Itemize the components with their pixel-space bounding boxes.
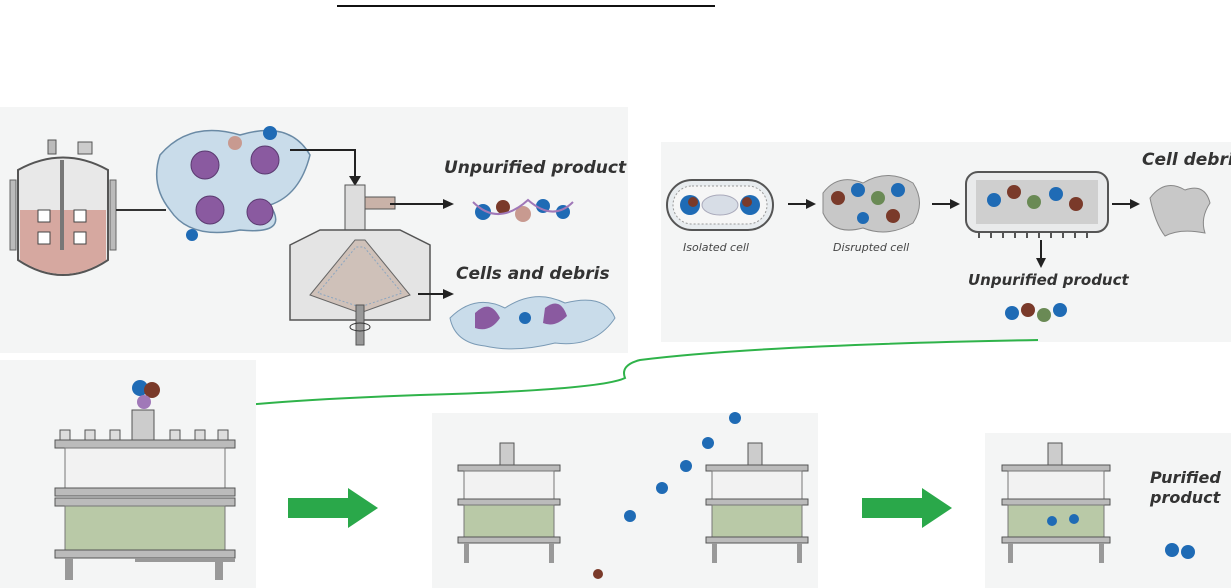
loading-protein-cluster: [132, 380, 160, 409]
chromatography-column-elute: [705, 442, 809, 563]
mammalian-cells: [155, 126, 311, 241]
filter-chamber: [965, 171, 1109, 238]
bioreactor-tank: [9, 139, 117, 276]
disrupted-cell-label: Disrupted cell: [833, 241, 910, 254]
disrupted-cell: [822, 175, 920, 233]
lysis-arrow-2: [932, 199, 960, 209]
lysis-arrow-3: [1112, 199, 1140, 209]
purified-product-label-line2: product: [1150, 488, 1221, 507]
unpurified-product-label-left: Unpurified product: [444, 158, 627, 178]
chromatography-column-large: [54, 409, 236, 580]
lysis-panel: [661, 142, 1231, 342]
eluting-proteins: [593, 412, 741, 579]
protein-cluster-left: [472, 198, 574, 222]
chromatography-column-wash: [457, 442, 561, 563]
cell-debris-label: Cell debris: [1142, 150, 1231, 170]
cells-and-debris-shapes: [449, 296, 616, 350]
process-arrow-2: [862, 488, 952, 528]
purified-protein: [1165, 543, 1195, 559]
lysis-down-arrow: [1036, 240, 1046, 268]
centrifuge: [289, 184, 431, 346]
reactor-to-cells-line: [116, 209, 166, 211]
chromatography-column-final: [1001, 442, 1111, 563]
cells-to-centrifuge-arrow: [290, 149, 361, 186]
lysis-arrow-1: [788, 199, 816, 209]
title-underline: [337, 5, 715, 7]
centrifuge-output-arrows: [390, 199, 454, 299]
process-arrow-1: [288, 488, 378, 528]
isolated-cell: [666, 179, 774, 231]
isolated-cell-label: Isolated cell: [683, 241, 749, 254]
purified-product-label-line1: Purified: [1150, 468, 1221, 487]
cell-debris-shape: [1149, 185, 1211, 237]
protein-cluster-right: [1005, 303, 1067, 322]
unpurified-product-label-right: Unpurified product: [968, 271, 1129, 289]
cells-and-debris-label: Cells and debris: [456, 264, 610, 284]
